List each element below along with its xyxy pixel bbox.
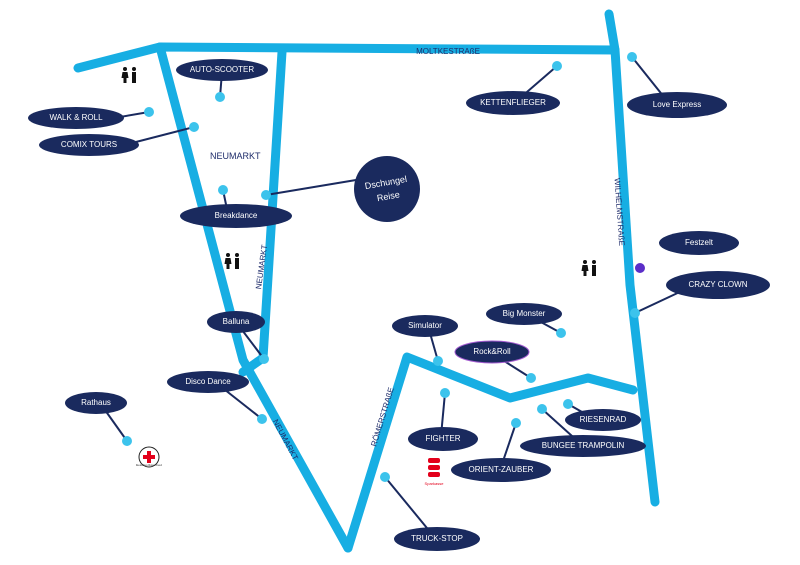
bubble-walk-roll[interactable]: WALK & ROLL [28, 107, 124, 129]
street-label-moltkestrasse: MOLTKESTRAßE [416, 47, 480, 56]
dot-comix-tours[interactable] [189, 122, 199, 132]
dot-orient-zauber[interactable] [511, 418, 521, 428]
bubble-big-monster[interactable]: Big Monster [486, 303, 562, 325]
bubble-rock-roll[interactable]: Rock&Roll [454, 340, 530, 364]
sparkasse-text: Sparkasse [425, 481, 445, 486]
red-cross-text: Deutsches Rotes Kreuz [136, 464, 163, 467]
dot-balluna[interactable] [259, 354, 269, 364]
label-breakdance: Breakdance [215, 211, 258, 220]
roads [73, 9, 660, 553]
label-kettenflieger: KETTENFLIEGER [480, 98, 546, 107]
label-auto-scooter: AUTO-SCOOTER [190, 65, 255, 74]
bubble-disco-dance[interactable]: Disco Dance [167, 371, 249, 393]
label-orient-zauber: ORIENT-ZAUBER [469, 465, 534, 474]
bubble-dschungel-reise[interactable]: Dschungel Reise [354, 156, 420, 222]
sparkasse-logo: Sparkasse [425, 458, 445, 486]
road-west-diagonal [155, 42, 353, 553]
bubble-simulator[interactable]: Simulator [392, 315, 458, 337]
bubble-crazy-clown[interactable]: CRAZY CLOWN [666, 271, 770, 299]
dot-big-monster[interactable] [556, 328, 566, 338]
bubble-breakdance[interactable]: Breakdance [180, 204, 292, 228]
dot-dschungel[interactable] [261, 190, 271, 200]
label-crazy-clown: CRAZY CLOWN [689, 280, 748, 289]
bubble-auto-scooter[interactable]: AUTO-SCOOTER [176, 59, 268, 81]
road-wilhelmstrasse [604, 9, 660, 507]
label-rock-roll: Rock&Roll [473, 347, 511, 356]
label-disco-dance: Disco Dance [185, 377, 231, 386]
label-love-express: Love Express [653, 100, 701, 109]
location-dots [122, 52, 645, 482]
label-comix-tours: COMIX TOURS [61, 140, 117, 149]
label-festzelt: Festzelt [685, 238, 714, 247]
pointer-comix-tours [131, 126, 195, 144]
dot-crazy-clown[interactable] [630, 308, 640, 318]
label-riesenrad: RIESENRAD [580, 415, 627, 424]
dot-festzelt[interactable] [635, 263, 645, 273]
restroom-icon [121, 67, 136, 83]
dot-truck-stop[interactable] [380, 472, 390, 482]
red-cross-logo: Deutsches Rotes Kreuz [136, 446, 163, 468]
label-bungee-trampolin: BUNGEE TRAMPOLIN [542, 441, 625, 450]
label-dschungel-line2: Reise [376, 189, 400, 203]
road-roemerstrasse [343, 352, 638, 553]
pointer-crazy-clown [634, 289, 685, 314]
dot-walk-roll[interactable] [144, 107, 154, 117]
attraction-bubbles: AUTO-SCOOTER WALK & ROLL COMIX TOURS KET… [28, 59, 770, 551]
label-fighter: FIGHTER [425, 434, 460, 443]
label-walk-roll: WALK & ROLL [49, 113, 103, 122]
restroom-icon [224, 253, 239, 269]
dot-love-express[interactable] [627, 52, 637, 62]
bubble-comix-tours[interactable]: COMIX TOURS [39, 134, 139, 156]
bubble-festzelt[interactable]: Festzelt [659, 231, 739, 255]
dot-kettenflieger[interactable] [552, 61, 562, 71]
dot-riesenrad[interactable] [563, 399, 573, 409]
label-rathaus: Rathaus [81, 398, 111, 407]
pointer-dschungel [265, 179, 357, 196]
bubble-love-express[interactable]: Love Express [627, 92, 727, 118]
dot-breakdance[interactable] [218, 185, 228, 195]
bubble-orient-zauber[interactable]: ORIENT-ZAUBER [451, 458, 551, 482]
street-label-neumarkt-lower: NEUMARKT [271, 418, 300, 462]
area-label-neumarkt: NEUMARKT [210, 151, 261, 161]
dot-disco-dance[interactable] [257, 414, 267, 424]
dot-bungee[interactable] [537, 404, 547, 414]
label-simulator: Simulator [408, 321, 442, 330]
pointer-lines [99, 56, 685, 540]
bubble-riesenrad[interactable]: RIESENRAD [565, 409, 641, 431]
bubble-fighter[interactable]: FIGHTER [408, 427, 478, 451]
label-truck-stop: TRUCK-STOP [411, 534, 463, 543]
label-big-monster: Big Monster [503, 309, 546, 318]
dot-rathaus[interactable] [122, 436, 132, 446]
dot-simulator[interactable] [433, 356, 443, 366]
bubble-truck-stop[interactable]: TRUCK-STOP [394, 527, 480, 551]
restroom-icon [581, 260, 596, 276]
label-balluna: Balluna [223, 317, 250, 326]
bubble-kettenflieger[interactable]: KETTENFLIEGER [466, 91, 560, 115]
dot-rock-roll[interactable] [526, 373, 536, 383]
bubble-bungee-trampolin[interactable]: BUNGEE TRAMPOLIN [520, 435, 646, 457]
dot-fighter[interactable] [440, 388, 450, 398]
bubble-balluna[interactable]: Balluna [207, 311, 265, 333]
dot-auto-scooter[interactable] [215, 92, 225, 102]
bubble-rathaus[interactable]: Rathaus [65, 392, 127, 414]
